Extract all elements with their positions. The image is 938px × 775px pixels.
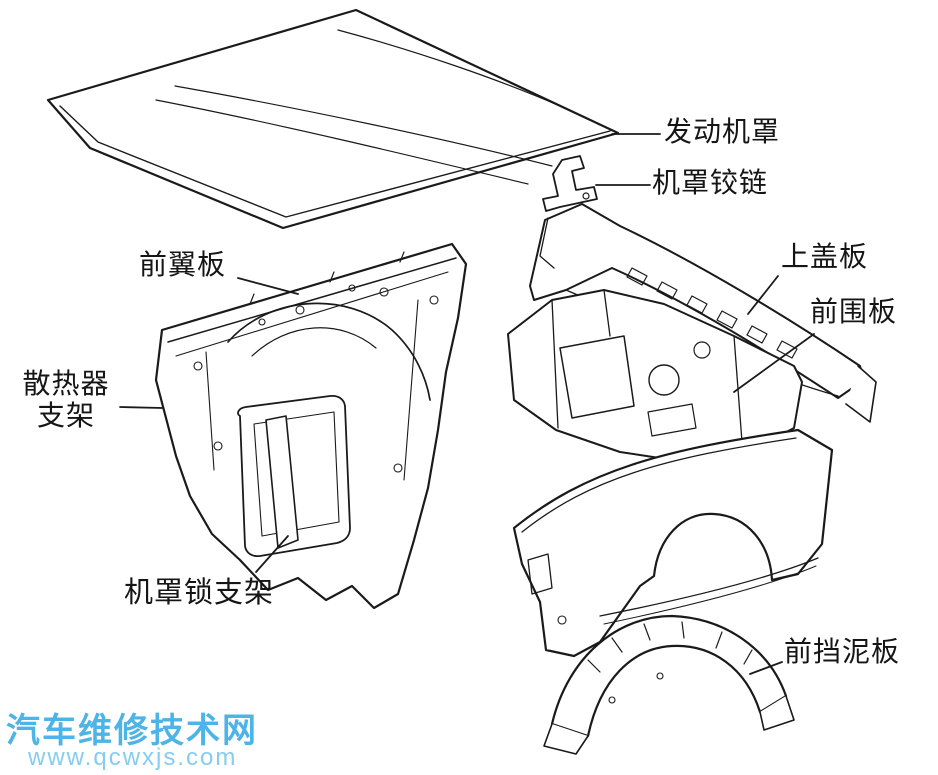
- label-radiator-bracket: 散热器 支架: [2, 369, 130, 433]
- hood-hinge-drawing: [542, 155, 598, 212]
- hood-lock-bracket-part: [265, 415, 299, 549]
- leader-front-panel: [733, 333, 815, 393]
- upper-cover-drawing: [529, 203, 877, 423]
- label-radiator-bracket-line2: 支架: [36, 401, 95, 433]
- leader-radiator-bracket: [119, 406, 164, 409]
- label-hood-hinge: 机罩铰链: [652, 168, 769, 199]
- label-radiator-bracket-line1: 散热器: [22, 369, 110, 400]
- hood-drawing: [46, 8, 620, 230]
- watermark-site-name: 汽车维修技术网: [6, 713, 258, 750]
- front-mudguard-drawing: [543, 614, 795, 755]
- leader-upper-cover: [747, 275, 779, 315]
- fender-apron-assembly-drawing: [154, 242, 468, 610]
- label-hood: 发动机罩: [664, 117, 781, 148]
- leader-fender-apron: [237, 277, 299, 295]
- label-fender-apron: 前翼板: [139, 250, 227, 281]
- leader-hood-lock: [255, 535, 289, 573]
- label-hood-lock-bracket: 机罩锁支架: [124, 577, 275, 609]
- front-panel-drawing: [507, 289, 803, 463]
- front-fender-drawing: [512, 428, 834, 658]
- label-upper-cover: 上盖板: [781, 242, 869, 273]
- leader-mudguard: [749, 661, 783, 675]
- label-front-mudguard: 前挡泥板: [784, 637, 901, 668]
- leader-lines: [119, 133, 815, 675]
- label-front-panel: 前围板: [810, 297, 898, 328]
- watermark-site-url: www.qcwxjs.com: [28, 744, 238, 771]
